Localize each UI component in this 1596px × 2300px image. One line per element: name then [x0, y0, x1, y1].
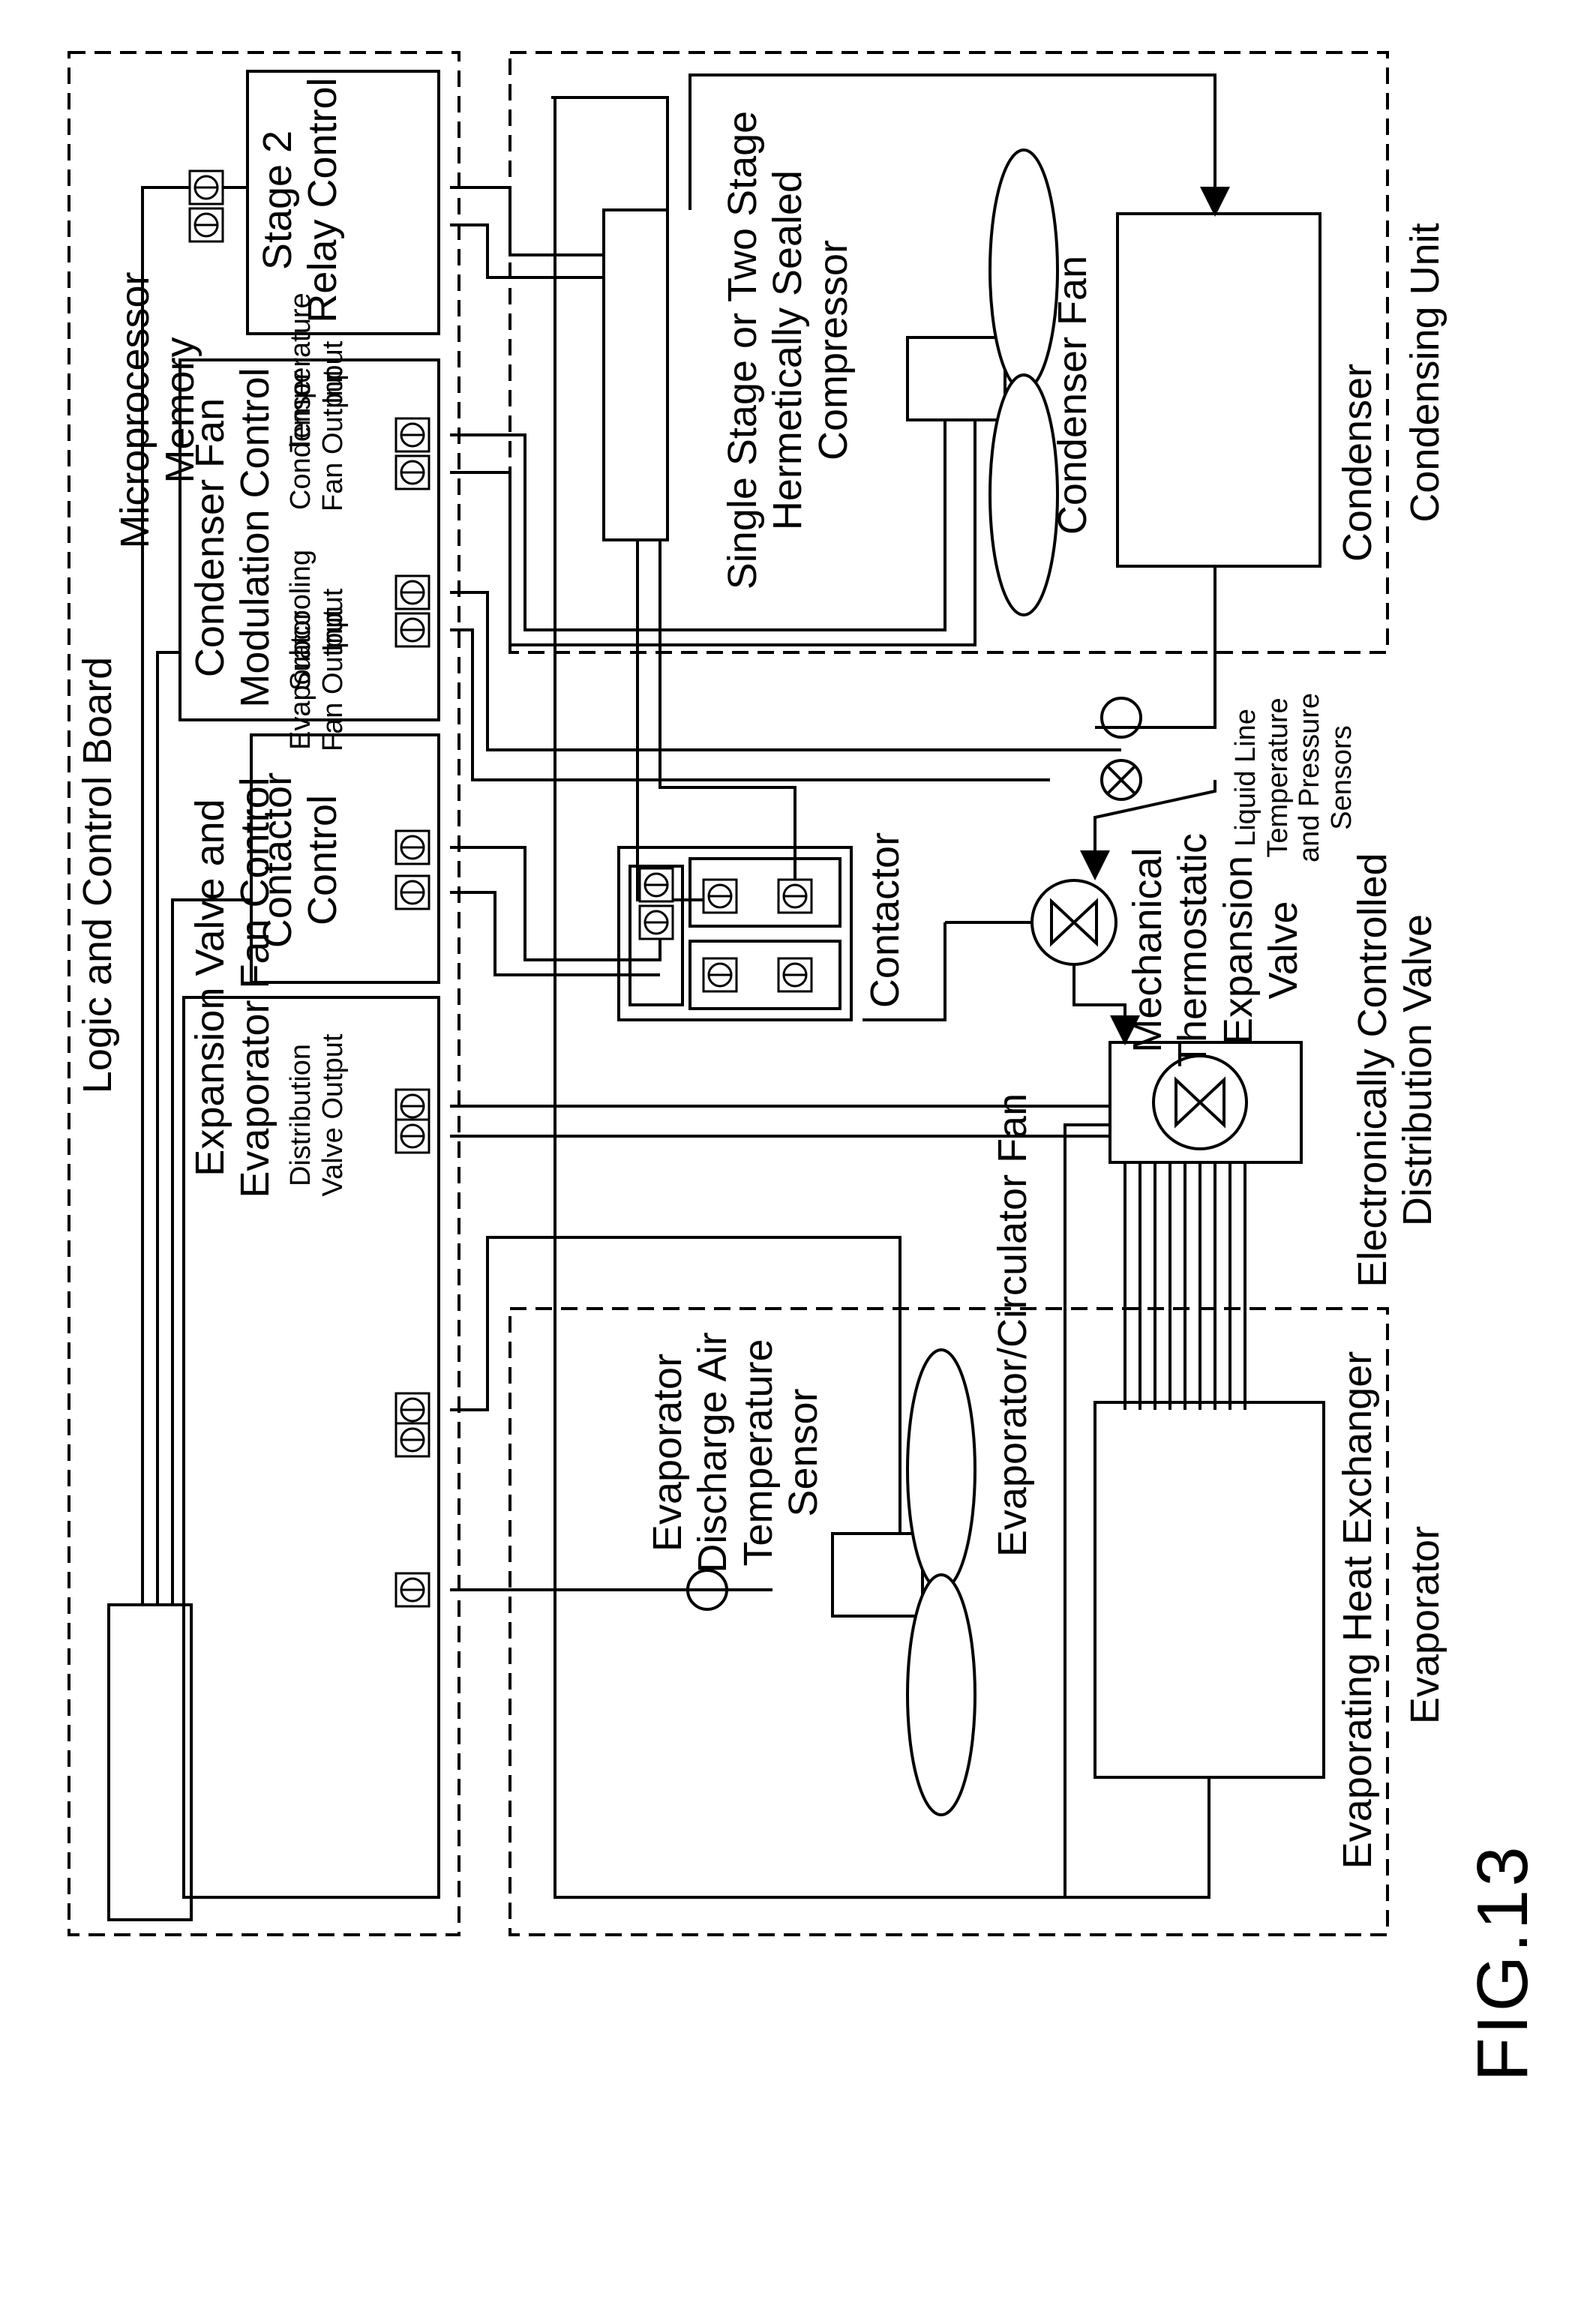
- expansion-control-box: [182, 996, 440, 1899]
- logic-board-label: Logic and Control Board: [75, 656, 120, 1094]
- logic-board-boundary: [68, 51, 460, 1936]
- condenser-label: Condenser: [1335, 363, 1380, 562]
- condenser-fan-blade-lower: [988, 373, 1059, 616]
- condenser-fan-control-box: [178, 358, 440, 721]
- discharge-air-sensor-label: Evaporator Discharge Air Temperature Sen…: [645, 1332, 826, 1573]
- evaporator-fan-motor: [831, 1532, 924, 1618]
- evaporator-boundary: [508, 1307, 1389, 1936]
- txv-label: Mechanical Thermostatic Expansion Valve: [1125, 832, 1306, 1068]
- contactor-control-box: [250, 733, 440, 984]
- heat-exchanger-label: Evaporating Heat Exchanger: [1335, 1351, 1380, 1870]
- subcooling-input-label: Subcooling Input: [285, 549, 349, 691]
- condenser-fan-modulation-label: Condenser Fan Modulation Control: [188, 367, 278, 708]
- condensing-unit-boundary: [508, 51, 1389, 654]
- microprocessor-box: [107, 1603, 193, 1921]
- compressor-motor: [906, 336, 1006, 421]
- stage2-relay-label: Stage 2 Relay Control: [255, 77, 346, 323]
- distribution-valve-label: Electronically Controlled Distribution V…: [1350, 853, 1441, 1288]
- condenser-fan-label: Condenser Fan: [1050, 255, 1095, 535]
- evaporator-label: Evaporator: [1402, 1525, 1448, 1725]
- distribution-valve-box: [1108, 1041, 1303, 1164]
- contactor-label: Contactor: [862, 832, 908, 1009]
- compressor-box: [602, 208, 669, 541]
- evaporator-fan-blade-lower: [906, 1573, 976, 1816]
- stage2-relay-box: [246, 70, 440, 335]
- figure-label: FIG.13: [1462, 1843, 1543, 2082]
- distribution-valve-output-label: Distribution Valve Output: [285, 1033, 349, 1197]
- pressure-sensor-symbol: [1100, 759, 1142, 801]
- contactor-box: [617, 846, 853, 1021]
- condenser-fan-output-label: Condenser Fan Output: [285, 368, 349, 512]
- temp-sensor-symbol: [1100, 697, 1142, 739]
- contactor-control-label: Contactor Control: [255, 772, 346, 949]
- compressor-label: Single Stage or Two Stage Hermetically S…: [720, 110, 856, 590]
- condensing-unit-label: Condensing Unit: [1402, 223, 1448, 523]
- evaporator-fan-label: Evaporator/Circulator Fan: [990, 1093, 1035, 1558]
